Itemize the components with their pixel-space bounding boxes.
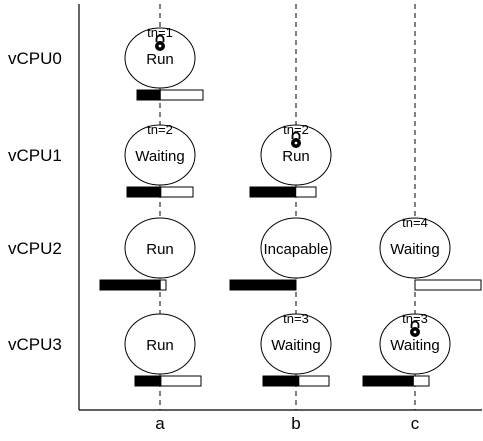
lock-icon (410, 320, 420, 337)
progress-bar-track (414, 279, 482, 291)
row-label-1: vCPU1 (8, 146, 62, 165)
state-label: Waiting (390, 241, 439, 258)
state-label: Run (282, 148, 310, 165)
progress-bar-fill (363, 376, 414, 386)
row-label-2: vCPU2 (8, 239, 62, 258)
progress-bar (126, 186, 194, 198)
lock-icon (155, 34, 165, 51)
tn-label: tn=2 (283, 122, 309, 137)
progress-bar-fill (230, 280, 296, 290)
row-label-0: vCPU0 (8, 49, 62, 68)
tn-label: tn=4 (402, 215, 428, 230)
progress-bar (99, 279, 167, 291)
row-label-3: vCPU3 (8, 335, 62, 354)
state-label: Waiting (135, 148, 184, 165)
column-label-0: a (155, 414, 165, 433)
state-circle (260, 313, 332, 375)
tn-label: tn=3 (283, 311, 309, 326)
state-label: Incapable (263, 241, 328, 258)
state-circle (260, 217, 332, 279)
tn-label: tn=3 (402, 311, 428, 326)
node-3: Run (99, 217, 196, 291)
state-label: Waiting (390, 337, 439, 354)
progress-bar-fill (250, 187, 297, 197)
state-circle (124, 27, 196, 89)
progress-bar-fill (100, 280, 161, 290)
node-6: Run (124, 313, 202, 387)
progress-bar (136, 89, 204, 101)
tn-label: tn=2 (147, 122, 173, 137)
progress-bar (229, 279, 297, 291)
state-label: Run (146, 337, 174, 354)
column-label-2: c (411, 414, 420, 433)
progress-bar-fill (263, 376, 300, 386)
lock-icon (291, 131, 301, 148)
progress-bar-fill (135, 376, 162, 386)
state-circle (260, 124, 332, 186)
tn-label: tn=1 (147, 25, 173, 40)
state-circle (124, 313, 196, 375)
column-label-1: b (291, 414, 300, 433)
state-circle (124, 124, 196, 186)
state-label: Run (146, 51, 174, 68)
state-circle (379, 313, 451, 375)
progress-bar (134, 375, 202, 387)
state-circle (124, 217, 196, 279)
progress-bar-fill (137, 90, 161, 100)
state-label: Waiting (271, 337, 320, 354)
node-4: Incapable (229, 217, 332, 291)
progress-bar (362, 375, 430, 387)
progress-bar (249, 186, 317, 198)
state-label: Run (146, 241, 174, 258)
progress-bar-fill (127, 187, 162, 197)
state-circle (379, 217, 451, 279)
progress-bar (262, 375, 330, 387)
progress-bar (414, 279, 482, 291)
